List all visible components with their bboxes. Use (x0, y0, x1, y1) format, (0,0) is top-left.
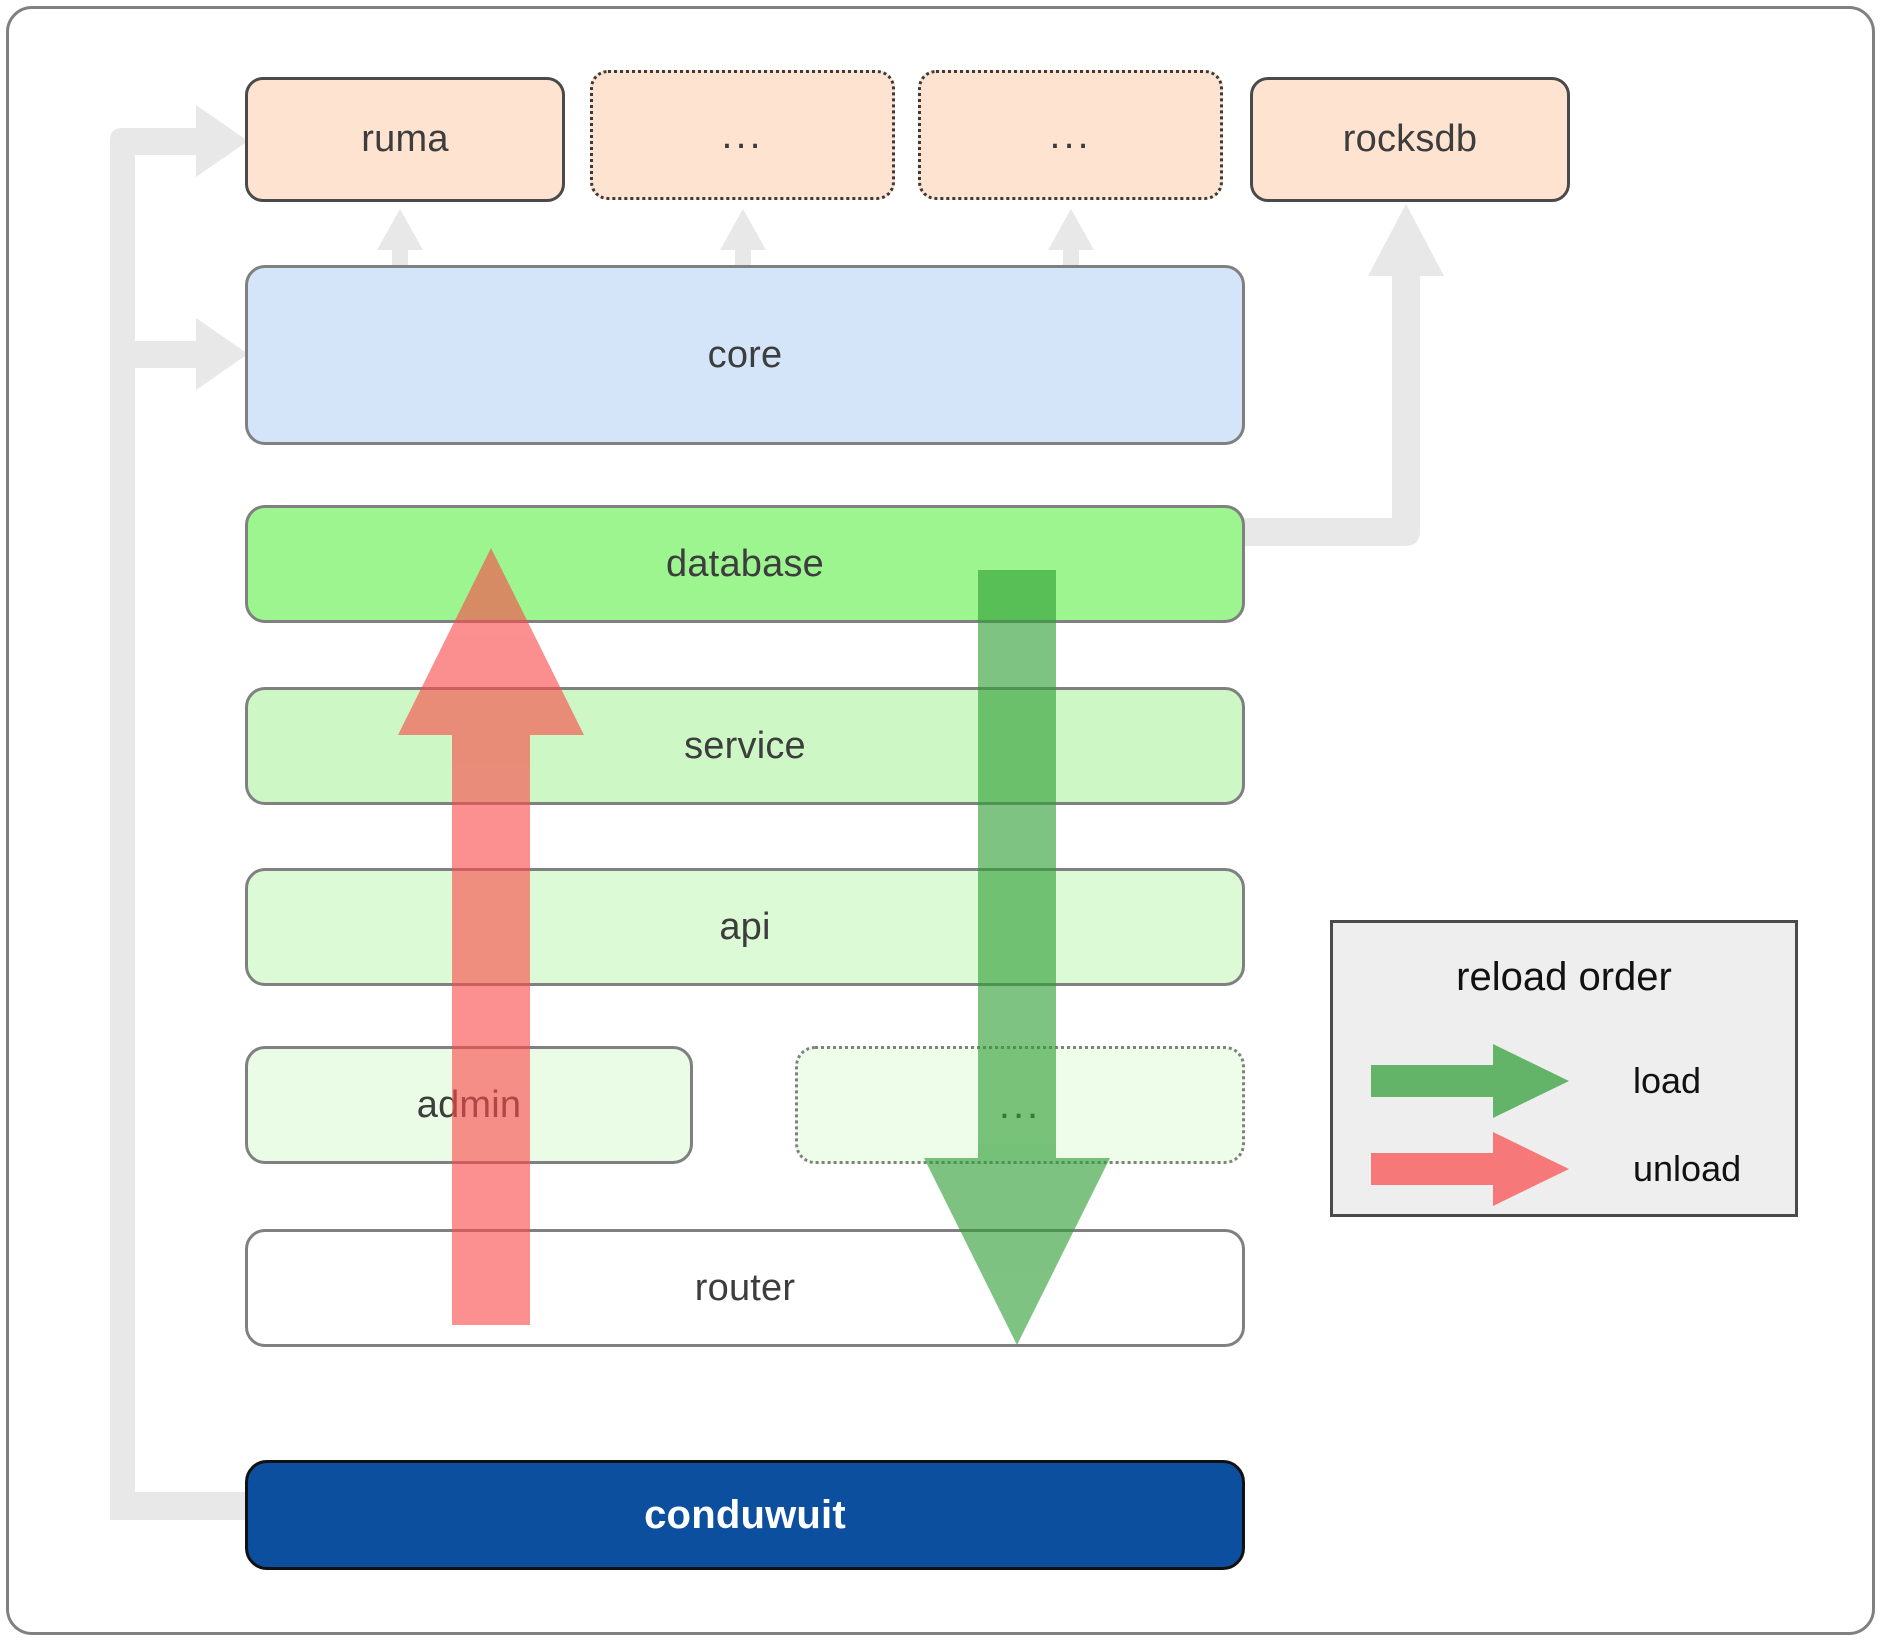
unload-arrow-icon (1371, 1132, 1569, 1206)
legend-panel: reload order load unload (1330, 920, 1798, 1217)
connector-arrow-core-dep3 (1048, 209, 1094, 250)
node-layer-placeholder-label: ... (998, 1082, 1042, 1127)
connector-arrow-ruma (196, 105, 248, 177)
connector-to-ruma (135, 128, 196, 155)
connector-arrow-core-ruma (377, 209, 423, 250)
node-rocksdb[interactable]: rocksdb (1250, 77, 1570, 202)
node-admin[interactable]: admin (245, 1046, 693, 1164)
node-api[interactable]: api (245, 868, 1245, 986)
node-ruma[interactable]: ruma (245, 77, 565, 202)
node-router[interactable]: router (245, 1229, 1245, 1347)
node-core-label: core (707, 333, 783, 376)
connector-arrow-rocksdb (1368, 204, 1444, 276)
connector-arrow-core-dep2 (720, 209, 766, 250)
node-core[interactable]: core (245, 265, 1245, 445)
legend-row-load: load (1333, 1043, 1795, 1119)
node-router-label: router (694, 1266, 796, 1309)
node-service-label: service (684, 724, 806, 767)
load-arrow-icon (1371, 1044, 1569, 1118)
node-conduwuit[interactable]: conduwuit (245, 1460, 1245, 1570)
node-dep-placeholder-1-label: ... (721, 112, 764, 157)
connector-to-core (135, 341, 196, 368)
connector-trunk-foot (110, 1492, 248, 1520)
node-dep-placeholder-1[interactable]: ... (590, 70, 895, 200)
legend-row-unload: unload (1333, 1131, 1795, 1207)
connector-trunk-left (110, 128, 135, 1515)
node-admin-label: admin (416, 1083, 522, 1126)
node-conduwuit-label: conduwuit (644, 1492, 846, 1537)
node-dep-placeholder-2[interactable]: ... (918, 70, 1223, 200)
node-api-label: api (719, 905, 771, 948)
legend-title: reload order (1456, 955, 1672, 999)
node-rocksdb-label: rocksdb (1342, 118, 1478, 160)
node-dep-placeholder-2-label: ... (1049, 112, 1092, 157)
legend-label-unload: unload (1633, 1148, 1742, 1189)
node-service[interactable]: service (245, 687, 1245, 805)
node-database[interactable]: database (245, 505, 1245, 623)
node-layer-placeholder[interactable]: ... (795, 1046, 1245, 1164)
node-ruma-label: ruma (361, 118, 449, 160)
connector-arrow-core (196, 318, 248, 390)
node-database-label: database (666, 542, 824, 585)
legend-label-load: load (1633, 1060, 1702, 1101)
